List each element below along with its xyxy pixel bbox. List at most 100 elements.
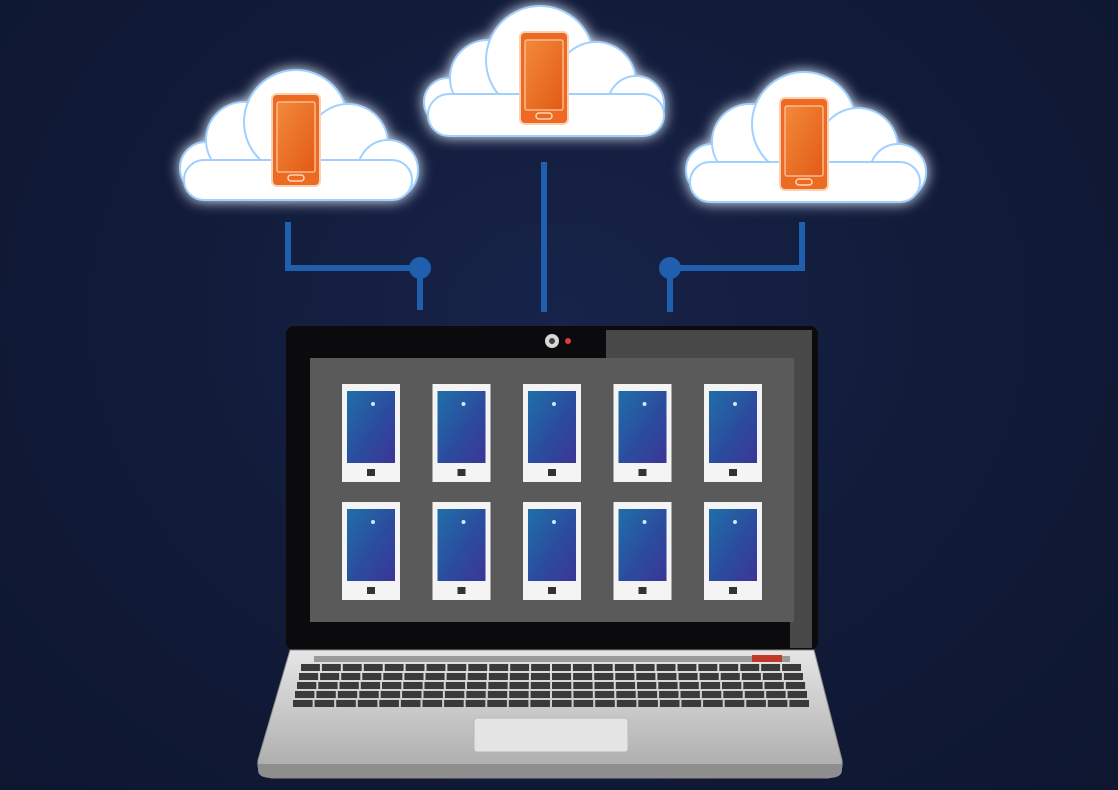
keyboard-key <box>658 682 678 689</box>
keyboard-key <box>552 664 571 671</box>
laptop-icon <box>257 326 843 779</box>
keyboard-key <box>489 664 509 671</box>
keyboard-key <box>700 682 721 689</box>
keyboard-key <box>635 664 655 671</box>
keyboard-key <box>426 664 446 671</box>
keyboard-key <box>359 691 379 698</box>
keyboard-key <box>337 691 358 698</box>
keyboard-key <box>510 664 530 671</box>
keyboard-key <box>383 673 403 680</box>
keyboard-key <box>615 682 636 689</box>
keyboard-key <box>782 664 801 671</box>
keyboard-key <box>530 682 551 689</box>
keyboard-key <box>698 664 718 671</box>
keyboard-key <box>724 700 745 707</box>
keyboard-key <box>680 691 700 698</box>
webcam-light <box>565 338 571 344</box>
keyboard-key <box>446 673 466 680</box>
keyboard-key <box>402 691 422 698</box>
tablet-icon <box>342 502 400 600</box>
keyboard-key <box>659 700 680 707</box>
keyboard-key <box>425 673 445 680</box>
keyboard-key <box>384 664 404 671</box>
keyboard-key <box>637 682 657 689</box>
cloud-center <box>423 5 665 137</box>
keyboard-key <box>379 700 399 707</box>
keyboard-key <box>659 691 679 698</box>
keyboard-key <box>509 691 529 698</box>
keyboard-key <box>339 682 359 689</box>
tablet-icon <box>342 384 400 482</box>
keyboard-key <box>789 700 809 707</box>
keyboard-key <box>380 691 401 698</box>
keyboard-key <box>530 673 550 680</box>
tablet-icon <box>613 502 672 600</box>
connector-node-right <box>659 257 681 279</box>
keyboard-key <box>316 691 336 698</box>
tablet-icon <box>523 384 581 482</box>
keyboard-key <box>552 691 572 698</box>
tablet-icon <box>432 384 491 482</box>
keyboard-key <box>444 691 465 698</box>
keyboard-key <box>447 664 467 671</box>
keyboard-key <box>766 691 786 698</box>
keyboard-key <box>403 682 423 689</box>
keyboard-key <box>572 664 592 671</box>
keyboard-key <box>677 664 697 671</box>
laptop-base-edge <box>258 764 842 778</box>
keyboard-key <box>741 673 761 680</box>
tablet-icon <box>613 384 672 482</box>
keyboard-key <box>362 673 382 680</box>
power-button <box>752 655 782 662</box>
keyboard-key <box>785 682 806 689</box>
keyboard-key <box>299 673 319 680</box>
keyboard-key <box>301 664 320 671</box>
keyboard-key <box>404 673 424 680</box>
keyboard-key <box>636 673 656 680</box>
keyboard-key <box>616 700 637 707</box>
keyboard-key <box>445 682 466 689</box>
touchpad <box>473 717 629 753</box>
keyboard-key <box>508 700 529 707</box>
keyboard-key <box>360 682 381 689</box>
keyboard-key <box>422 700 443 707</box>
tablet-icon <box>523 502 581 600</box>
keyboard-key <box>638 700 658 707</box>
keyboard-key <box>552 682 572 689</box>
keyboard-key <box>382 682 402 689</box>
keyboard-key <box>423 691 443 698</box>
smartphone-icon <box>271 93 321 187</box>
connector-right <box>667 222 805 312</box>
keyboard-key <box>357 700 378 707</box>
tablet-icon <box>432 502 491 600</box>
keyboard-key <box>699 673 719 680</box>
keyboard-key <box>318 682 338 689</box>
keyboard-key <box>594 673 614 680</box>
keyboard-key <box>783 673 803 680</box>
keyboard-key <box>657 673 677 680</box>
keyboard-key <box>509 682 529 689</box>
keyboard-key <box>787 691 807 698</box>
keyboard-key <box>637 691 658 698</box>
keyboard-key <box>764 682 784 689</box>
keyboard-key <box>467 673 487 680</box>
keyboard-key <box>595 700 615 707</box>
keyboard-key <box>314 700 335 707</box>
keyboard-key <box>746 700 766 707</box>
cloud-left <box>179 69 419 201</box>
keyboard-key <box>740 664 760 671</box>
keyboard-key <box>466 691 486 698</box>
keyboard-key <box>744 691 765 698</box>
connector-left <box>285 222 423 310</box>
keyboard-key <box>468 664 488 671</box>
smartphone-icon <box>519 31 569 125</box>
webcam-inner <box>549 338 555 344</box>
keyboard <box>293 664 809 707</box>
keyboard-key <box>444 700 464 707</box>
keyboard-key <box>719 664 739 671</box>
keyboard-key <box>701 691 722 698</box>
keyboard-key <box>614 664 634 671</box>
connector-node-left <box>409 257 431 279</box>
